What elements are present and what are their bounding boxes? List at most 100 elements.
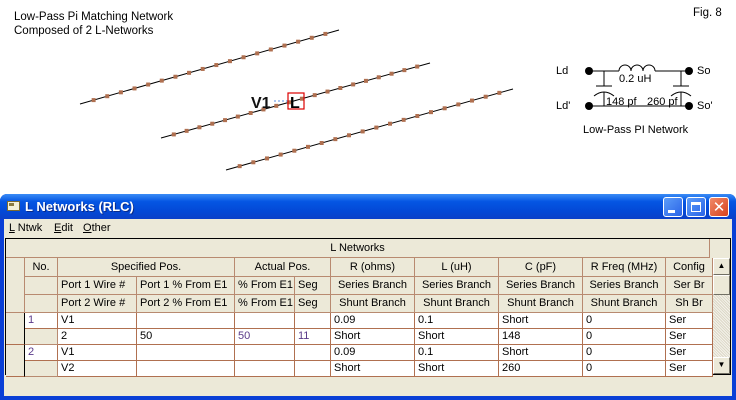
menu-l-ntwk[interactable]: L Ntwk — [9, 222, 43, 234]
title-bar[interactable]: L Networks (RLC) ✕ — [0, 194, 736, 219]
source-label: V1 — [251, 95, 271, 112]
segment-marker — [159, 78, 164, 83]
table-cell[interactable] — [137, 313, 235, 329]
table-cell[interactable] — [295, 345, 331, 361]
pi-network-schematic: Ld Ld' So So' 0.2 uH 148 pf 260 pf — [556, 64, 713, 112]
sub-header: % From E1 — [235, 295, 295, 313]
table-cell[interactable]: 11 — [295, 329, 331, 345]
table-cell[interactable]: V1 — [58, 345, 137, 361]
table-cell[interactable]: Short — [331, 361, 415, 377]
terminal-so-prime — [685, 102, 693, 110]
column-header: R (ohms) — [331, 258, 415, 277]
segment-marker — [351, 82, 356, 87]
wire-3[interactable] — [225, 88, 514, 171]
table-cell[interactable]: 0.09 — [331, 313, 415, 329]
antenna-view: V1 L — [79, 29, 514, 171]
minimize-button[interactable] — [663, 197, 683, 217]
segment-marker — [401, 117, 406, 122]
segment-marker — [255, 51, 260, 56]
close-icon: ✕ — [712, 198, 726, 216]
table-cell[interactable] — [137, 345, 235, 361]
maximize-button[interactable] — [686, 197, 706, 217]
segment-marker — [265, 156, 269, 161]
table-cell[interactable] — [235, 361, 295, 377]
wire-1[interactable] — [79, 29, 340, 105]
table-cell[interactable] — [295, 361, 331, 377]
segment-marker — [309, 35, 314, 40]
table-cell[interactable]: 0.09 — [331, 345, 415, 361]
table-cell[interactable]: 2 — [58, 329, 137, 345]
table-cell[interactable] — [235, 313, 295, 329]
terminal-so-prime-label: So' — [697, 100, 713, 112]
segment-marker — [483, 94, 488, 99]
figure-title-line2: Composed of 2 L-Networks — [14, 25, 154, 37]
table-cell[interactable]: Ser — [666, 361, 713, 377]
column-header: Config — [666, 258, 713, 277]
table-cell[interactable]: Ser — [666, 313, 713, 329]
table-cell[interactable] — [295, 313, 331, 329]
sub-header — [25, 295, 58, 313]
segment-marker — [312, 93, 317, 98]
menu-l-ntwk-label: Ntwk — [14, 222, 43, 234]
figure-number: Fig. 8 — [693, 7, 722, 19]
table-cell[interactable]: 1 — [25, 313, 58, 329]
scroll-down-button[interactable]: ▼ — [713, 357, 730, 374]
menu-other[interactable]: Other — [83, 222, 111, 234]
header-row-selector — [6, 258, 25, 313]
l-networks-grid[interactable]: L Networks No.Specified Pos.Actual Pos.R… — [5, 238, 731, 377]
load-box[interactable] — [287, 92, 305, 110]
segment-marker — [287, 100, 292, 105]
table-cell[interactable]: 2 — [25, 345, 58, 361]
sub-header: Ser Br — [666, 277, 713, 295]
table-cell[interactable]: 50 — [235, 329, 295, 345]
table-cell[interactable]: Short — [415, 329, 499, 345]
segment-marker — [292, 148, 297, 153]
segment-marker — [296, 39, 301, 44]
segment-marker — [223, 118, 228, 123]
table-cell[interactable]: 0 — [583, 313, 666, 329]
segment-marker — [235, 114, 240, 119]
table-cell[interactable]: Short — [331, 329, 415, 345]
scroll-thumb[interactable] — [713, 275, 730, 295]
arrow-up-icon: ▲ — [717, 261, 726, 270]
close-button[interactable]: ✕ — [709, 197, 729, 217]
table-cell[interactable]: 0 — [583, 361, 666, 377]
table-cell[interactable]: 0.1 — [415, 345, 499, 361]
minimize-icon — [668, 210, 675, 213]
table-cell[interactable]: Ser — [666, 345, 713, 361]
table-cell[interactable]: 0 — [583, 345, 666, 361]
row-selector — [6, 345, 25, 377]
segment-marker — [91, 98, 96, 103]
table-cell — [25, 361, 58, 377]
table-cell[interactable] — [137, 361, 235, 377]
vertical-scrollbar[interactable]: ▲ ▼ — [713, 258, 730, 374]
table-cell[interactable]: Short — [499, 345, 583, 361]
table-cell[interactable]: V1 — [58, 313, 137, 329]
folder-icon[interactable] — [7, 201, 20, 211]
wire-2[interactable] — [160, 62, 431, 139]
table-cell[interactable]: 0.1 — [415, 313, 499, 329]
segment-marker — [347, 133, 351, 138]
segment-marker — [319, 141, 324, 145]
table-cell[interactable]: Ser — [666, 329, 713, 345]
table-cell[interactable]: 50 — [137, 329, 235, 345]
segment-marker — [333, 137, 338, 142]
table-cell[interactable]: V2 — [58, 361, 137, 377]
column-header: Specified Pos. — [58, 258, 235, 277]
segment-marker — [442, 106, 447, 111]
segment-marker — [402, 68, 407, 73]
segment-marker — [456, 102, 461, 107]
terminal-so — [685, 67, 693, 75]
terminal-ld — [585, 67, 593, 75]
table-cell[interactable]: Short — [499, 313, 583, 329]
maximize-icon — [691, 202, 701, 212]
table-cell[interactable]: Short — [415, 361, 499, 377]
segment-marker — [105, 94, 110, 99]
table-cell[interactable] — [235, 345, 295, 361]
table-cell[interactable]: 260 — [499, 361, 583, 377]
menu-edit[interactable]: Edit — [54, 222, 73, 234]
table-cell[interactable]: 0 — [583, 329, 666, 345]
scroll-up-button[interactable]: ▲ — [713, 258, 730, 275]
segment-marker — [360, 129, 365, 134]
table-cell[interactable]: 148 — [499, 329, 583, 345]
